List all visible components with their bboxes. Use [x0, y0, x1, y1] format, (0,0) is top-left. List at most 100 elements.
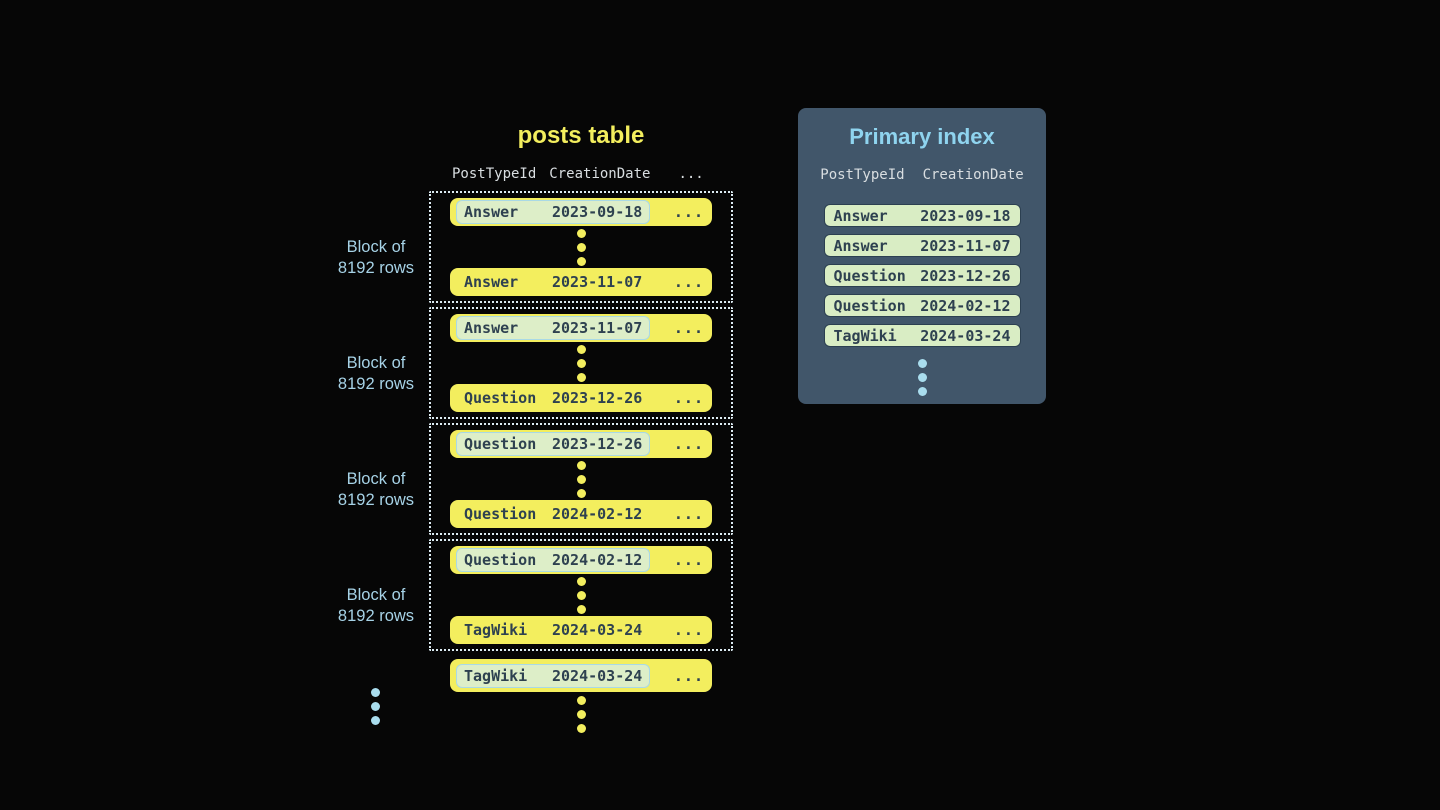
dot — [917, 372, 927, 382]
dot — [917, 386, 927, 396]
rows-continuation-dots — [576, 226, 586, 268]
cell-posttypeid: TagWiki — [464, 666, 528, 685]
column-header-creationdate: CreationDate — [922, 167, 1024, 183]
dot — [576, 576, 586, 586]
table-row-block-last: Question 2024-02-12 ... — [450, 500, 712, 528]
primary-index-rows: Answer 2023-09-18 Answer 2023-11-07 Ques… — [823, 204, 1021, 354]
column-header-posttypeid: PostTypeId — [452, 166, 537, 182]
row-key-cells-highlighted: Question 2024-02-12 — [456, 548, 651, 572]
primary-index-entry: Question 2024-02-12 — [823, 294, 1021, 317]
dot — [576, 372, 586, 382]
table-row-block-last: Question 2023-12-26 ... — [450, 384, 712, 412]
row-key-cells-highlighted: Answer 2023-11-07 — [456, 316, 651, 340]
dot — [576, 358, 586, 368]
row-key-cells-highlighted: Answer 2023-09-18 — [456, 200, 651, 224]
block-size-label: Block of 8192 rows — [316, 585, 436, 627]
cell-creationdate: 2023-11-07 — [552, 273, 643, 291]
dot — [576, 242, 586, 252]
cell-creationdate: 2024-02-12 — [920, 296, 1011, 315]
dot — [917, 358, 927, 368]
block-size-label-line1: Block of — [346, 586, 406, 604]
posts-table-blocks: Answer 2023-09-18 ... Answer 2023-11-07 … — [429, 191, 733, 655]
cell-creationdate: 2023-09-18 — [920, 206, 1011, 225]
blocks-continuation-dots — [371, 685, 380, 727]
cell-creationdate: 2023-11-07 — [920, 236, 1011, 255]
table-row-block-first: Answer 2023-11-07 ... — [450, 314, 712, 342]
row-more-columns: ... — [673, 319, 704, 337]
block-size-label-line1: Block of — [346, 238, 406, 256]
rows-continuation-dots — [576, 574, 586, 616]
rows-continuation-dots — [576, 342, 586, 384]
cell-posttypeid: Answer — [464, 319, 519, 337]
table-row-block-last: TagWiki 2024-03-24 ... — [450, 616, 712, 644]
cell-posttypeid: TagWiki — [833, 326, 897, 345]
posts-table-title: posts table — [517, 122, 645, 149]
table-row-block-first: Answer 2023-09-18 ... — [450, 198, 712, 226]
cell-creationdate: 2024-03-24 — [920, 326, 1011, 345]
block-size-label-line2: 8192 rows — [337, 375, 415, 393]
primary-index-column-headers: PostTypeId CreationDate — [820, 167, 1023, 183]
dot — [576, 590, 586, 600]
dot — [577, 709, 586, 719]
dot — [576, 228, 586, 238]
row-key-cells: Answer 2023-11-07 — [456, 270, 650, 294]
block-size-label-line2: 8192 rows — [337, 259, 415, 277]
cell-creationdate: 2023-09-18 — [552, 203, 643, 221]
dot — [577, 723, 586, 733]
row-more-columns: ... — [673, 666, 704, 685]
block-size-label-line2: 8192 rows — [337, 491, 415, 509]
row-more-columns: ... — [673, 273, 704, 291]
dot — [371, 715, 380, 725]
block-size-label-line1: Block of — [346, 470, 406, 488]
row-block: Answer 2023-09-18 ... Answer 2023-11-07 … — [429, 191, 733, 303]
row-key-cells: TagWiki 2024-03-24 — [456, 618, 650, 642]
cell-posttypeid: Answer — [464, 203, 519, 221]
primary-index-title: Primary index — [849, 124, 995, 149]
cell-posttypeid: Question — [833, 296, 906, 315]
rows-continuation-dots — [576, 458, 586, 500]
cell-posttypeid: Answer — [833, 236, 888, 255]
row-key-cells: Question 2024-02-12 — [456, 502, 650, 526]
cell-posttypeid: Question — [464, 505, 537, 523]
block-size-label-line1: Block of — [346, 354, 406, 372]
row-key-cells-highlighted: Question 2023-12-26 — [456, 432, 651, 456]
row-more-columns: ... — [673, 505, 704, 523]
primary-index-entry: Answer 2023-11-07 — [823, 234, 1021, 257]
cell-creationdate: 2024-02-12 — [552, 505, 643, 523]
primary-index-panel: Primary index PostTypeId CreationDate Ans… — [798, 108, 1046, 404]
cell-creationdate: 2023-12-26 — [920, 266, 1011, 285]
row-key-cells: Question 2023-12-26 — [456, 386, 650, 410]
cell-creationdate: 2023-11-07 — [552, 319, 643, 337]
dot — [576, 460, 586, 470]
block-size-label-line2: 8192 rows — [337, 607, 415, 625]
row-block: Answer 2023-11-07 ... Question 2023-12-2… — [429, 307, 733, 419]
row-more-columns: ... — [673, 203, 704, 221]
cell-creationdate: 2024-03-24 — [552, 621, 643, 639]
dot — [576, 344, 586, 354]
cell-posttypeid: Question — [464, 435, 537, 453]
primary-index-entry: Answer 2023-09-18 — [823, 204, 1021, 227]
row-more-columns: ... — [673, 551, 704, 569]
column-header-posttypeid: PostTypeId — [820, 167, 905, 183]
dot — [577, 695, 586, 705]
cell-creationdate: 2024-02-12 — [552, 551, 643, 569]
table-row-block-first: Question 2024-02-12 ... — [450, 546, 712, 574]
dot — [576, 256, 586, 266]
row-key-cells-highlighted: TagWiki 2024-03-24 — [456, 663, 651, 688]
dot — [576, 474, 586, 484]
cell-posttypeid: Question — [833, 266, 906, 285]
column-header-more-columns: ... — [678, 166, 704, 182]
posts-rows-continuation-dots — [577, 693, 586, 735]
row-block: Question 2024-02-12 ... TagWiki 2024-03-… — [429, 539, 733, 651]
dot — [576, 488, 586, 498]
table-row-block-first: Question 2023-12-26 ... — [450, 430, 712, 458]
index-continuation-dots — [917, 356, 927, 398]
cell-creationdate: 2023-12-26 — [552, 389, 643, 407]
block-size-label: Block of 8192 rows — [316, 237, 436, 279]
cell-creationdate: 2024-03-24 — [552, 666, 643, 685]
cell-posttypeid: TagWiki — [464, 621, 528, 639]
table-row-block-last: Answer 2023-11-07 ... — [450, 268, 712, 296]
dot — [576, 604, 586, 614]
